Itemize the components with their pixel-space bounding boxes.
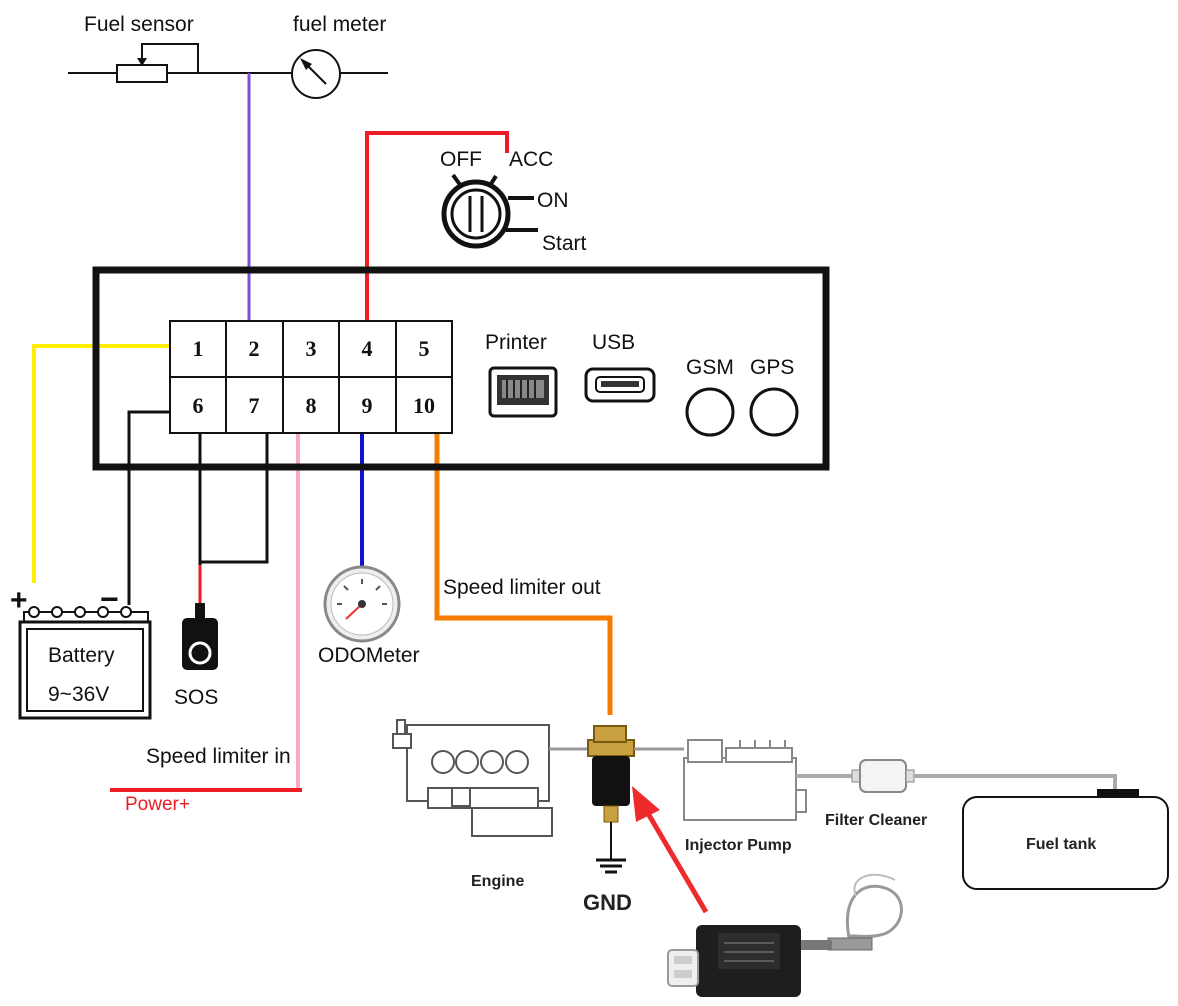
black-sos-wire-b bbox=[200, 433, 269, 564]
odometer: ODOMeter bbox=[318, 565, 420, 667]
usb-label: USB bbox=[592, 331, 635, 354]
injector-pump-icon bbox=[683, 757, 797, 821]
fuel-sensor-resistor-icon bbox=[116, 64, 168, 83]
gps-antenna-port-icon bbox=[749, 387, 799, 437]
red-acc-wire bbox=[365, 131, 509, 322]
yellow-wire bbox=[32, 344, 186, 583]
power-plus-label: Power+ bbox=[125, 794, 190, 815]
pin-3: 3 bbox=[306, 336, 317, 361]
battery: + − Battery 9~36V bbox=[10, 581, 152, 720]
ignition-switch: OFF ACC ON Start bbox=[440, 148, 587, 255]
pin-7: 7 bbox=[249, 393, 260, 418]
sos-button: SOS bbox=[174, 603, 218, 709]
fuel-sensor-group: Fuel sensor fuel meter bbox=[68, 13, 388, 99]
odometer-label: ODOMeter bbox=[318, 644, 420, 667]
pin-4: 4 bbox=[362, 336, 373, 361]
ports: Printer USB GSM GPS bbox=[485, 331, 799, 437]
filter-cleaner-label: Filter Cleaner bbox=[825, 812, 927, 829]
red-arrow-icon bbox=[632, 786, 709, 914]
ignition-on-label: ON bbox=[537, 189, 569, 212]
fuel-tank: Fuel tank bbox=[962, 789, 1169, 890]
battery-label: Battery bbox=[48, 644, 115, 667]
orange-wire bbox=[434, 433, 613, 715]
pin-8: 8 bbox=[306, 393, 317, 418]
usb-port-icon bbox=[584, 367, 656, 403]
battery-plus-sign: + bbox=[10, 584, 28, 617]
speed-limiter-in-label: Speed limiter in bbox=[146, 745, 291, 768]
connector-block: 1 2 3 4 5 6 7 8 9 10 bbox=[169, 320, 453, 434]
gsm-label: GSM bbox=[686, 356, 734, 379]
engine: Engine bbox=[392, 719, 588, 890]
pin-6: 6 bbox=[193, 393, 204, 418]
pin-5: 5 bbox=[419, 336, 430, 361]
filter-cleaner-icon bbox=[859, 759, 907, 793]
tracker-device-box bbox=[92, 266, 830, 471]
ignition-off-label: OFF bbox=[440, 148, 482, 171]
speed-limiter-out-label: Speed limiter out bbox=[443, 576, 601, 599]
fuel-tank-icon bbox=[962, 796, 1169, 890]
wires bbox=[32, 73, 613, 792]
ignition-acc-label: ACC bbox=[509, 148, 553, 171]
pin-1: 1 bbox=[193, 336, 204, 361]
fuel-sensor-label: Fuel sensor bbox=[84, 13, 194, 36]
speed-limiter-controller bbox=[667, 873, 903, 997]
gnd-label: GND bbox=[583, 890, 632, 915]
filter-cleaner: Filter Cleaner bbox=[825, 759, 1117, 829]
gps-label: GPS bbox=[750, 356, 794, 379]
ignition-start-label: Start bbox=[542, 232, 587, 255]
injector-pump-label: Injector Pump bbox=[685, 837, 792, 854]
battery-voltage-label: 9~36V bbox=[48, 683, 109, 706]
speed-limiter-valve: GND bbox=[583, 725, 684, 915]
printer-port-icon bbox=[488, 366, 558, 418]
black-ground-wire bbox=[127, 410, 186, 605]
injector-pump: Injector Pump bbox=[683, 739, 856, 854]
pin-10: 10 bbox=[413, 393, 435, 418]
fuel-meter-label: fuel meter bbox=[293, 13, 386, 36]
fuel-tank-label: Fuel tank bbox=[1026, 836, 1096, 853]
gsm-antenna-port-icon bbox=[685, 387, 735, 437]
pin-9: 9 bbox=[362, 393, 373, 418]
engine-label: Engine bbox=[471, 873, 524, 890]
printer-label: Printer bbox=[485, 331, 547, 354]
pin-2: 2 bbox=[249, 336, 260, 361]
sos-label: SOS bbox=[174, 686, 218, 709]
